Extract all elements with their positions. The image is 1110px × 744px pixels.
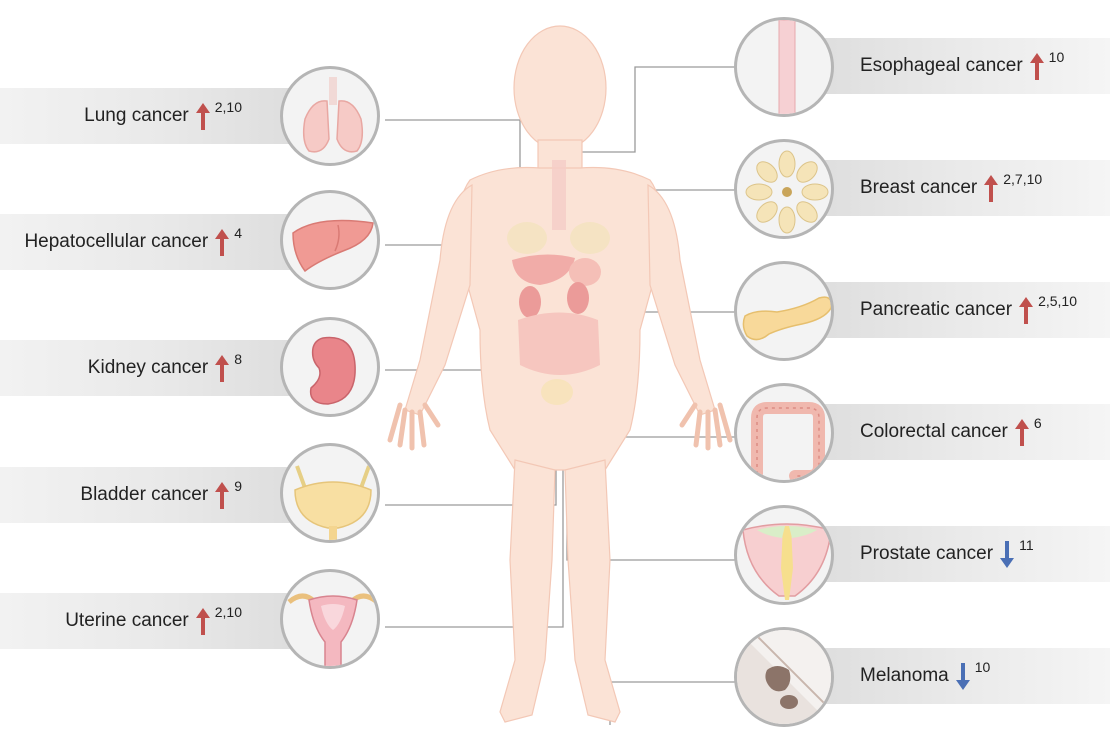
prostate-refs: 11 — [1019, 537, 1034, 553]
right-leg — [565, 460, 620, 722]
up-arrow-icon — [1014, 417, 1030, 447]
up-arrow-icon — [195, 606, 211, 636]
kidney-cancer-label: Kidney cancer — [88, 357, 208, 379]
breast-cancer-label: Breast cancer — [860, 177, 977, 199]
melanoma-refs: 10 — [975, 659, 991, 675]
up-arrow-icon — [195, 101, 211, 131]
label-hepatocellular: Hepatocellular cancer 4 — [24, 214, 242, 270]
skin-lesion-icon — [734, 627, 834, 727]
up-arrow-icon — [214, 480, 230, 510]
breast-tissue-icon — [734, 139, 834, 239]
colon-icon — [734, 383, 834, 483]
right-arm — [648, 185, 715, 415]
uterine-cancer-label: Uterine cancer — [65, 610, 189, 632]
prostate-cancer-label: Prostate cancer — [860, 543, 993, 565]
bladder-cancer-label: Bladder cancer — [80, 484, 208, 506]
up-arrow-icon — [214, 353, 230, 383]
uterine-refs: 2,10 — [215, 604, 242, 620]
kidney-left-mini — [519, 286, 541, 318]
left-hand — [390, 405, 438, 448]
up-arrow-icon — [1029, 51, 1045, 81]
down-arrow-icon — [999, 539, 1015, 569]
pancreas-icon — [734, 261, 834, 361]
breast-right-mini — [570, 222, 610, 254]
bladder-icon — [280, 443, 380, 543]
prostate-icon — [734, 505, 834, 605]
hepatocellular-cancer-label: Hepatocellular cancer — [24, 231, 208, 253]
left-leg — [500, 460, 555, 722]
colorectal-cancer-label: Colorectal cancer — [860, 421, 1008, 443]
label-pancreatic: Pancreatic cancer 2,5,10 — [860, 282, 1077, 338]
lungs-icon — [280, 66, 380, 166]
label-lung: Lung cancer 2,10 — [84, 88, 242, 144]
label-melanoma: Melanoma 10 — [860, 648, 990, 704]
label-uterine: Uterine cancer 2,10 — [65, 593, 242, 649]
bladder-refs: 9 — [234, 478, 242, 494]
left-arm — [405, 185, 472, 415]
breast-left-mini — [507, 222, 547, 254]
esophagus-icon — [734, 17, 834, 117]
kidney-refs: 8 — [234, 351, 242, 367]
trachea-mini — [552, 160, 566, 230]
up-arrow-icon — [1018, 295, 1034, 325]
pancreatic-refs: 2,5,10 — [1038, 293, 1077, 309]
uterus-icon — [280, 569, 380, 669]
label-kidney: Kidney cancer 8 — [88, 340, 242, 396]
lung-cancer-label: Lung cancer — [84, 105, 189, 127]
liver-icon — [280, 190, 380, 290]
up-arrow-icon — [983, 173, 999, 203]
lung-refs: 2,10 — [215, 99, 242, 115]
up-arrow-icon — [214, 227, 230, 257]
label-breast: Breast cancer 2,7,10 — [860, 160, 1042, 216]
down-arrow-icon — [955, 661, 971, 691]
label-prostate: Prostate cancer 11 — [860, 526, 1034, 582]
colorectal-refs: 6 — [1034, 415, 1042, 431]
kidney-icon — [280, 317, 380, 417]
esophageal-cancer-label: Esophageal cancer — [860, 55, 1023, 77]
head — [514, 26, 606, 150]
breast-refs: 2,7,10 — [1003, 171, 1042, 187]
kidney-right-mini — [567, 282, 589, 314]
stomach-mini — [569, 258, 601, 286]
label-bladder: Bladder cancer 9 — [80, 467, 242, 523]
right-hand — [682, 405, 730, 448]
intestine-mini — [518, 313, 600, 376]
melanoma-label: Melanoma — [860, 665, 949, 687]
esophageal-refs: 10 — [1049, 49, 1065, 65]
bladder-mini — [541, 379, 573, 405]
pancreatic-cancer-label: Pancreatic cancer — [860, 299, 1012, 321]
hepatocellular-refs: 4 — [234, 225, 242, 241]
label-colorectal: Colorectal cancer 6 — [860, 404, 1042, 460]
label-esophageal: Esophageal cancer 10 — [860, 38, 1064, 94]
